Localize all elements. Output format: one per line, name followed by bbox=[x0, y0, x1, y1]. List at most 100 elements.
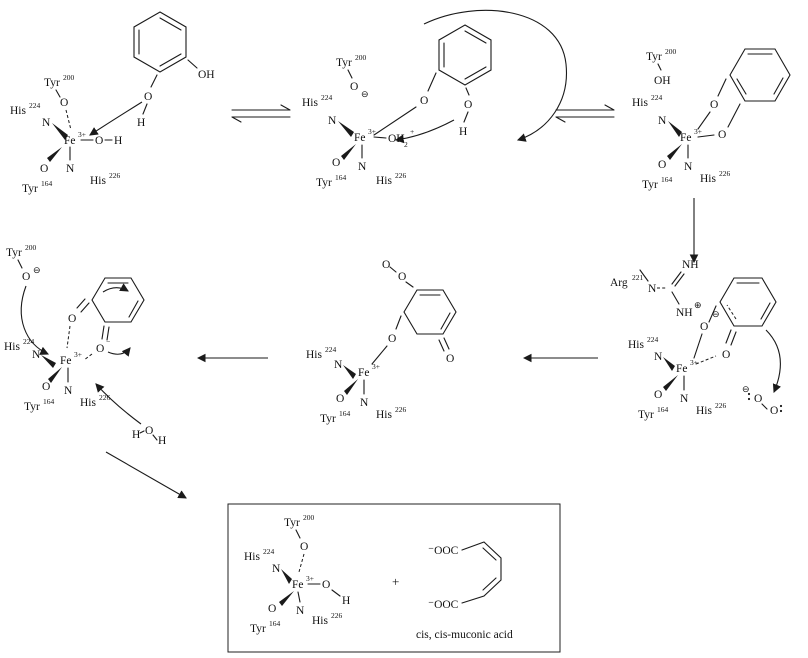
tyr200-label: Tyr bbox=[646, 51, 662, 63]
curved-arrow-ring bbox=[102, 283, 129, 293]
his226-sup: 226 bbox=[719, 169, 731, 178]
aqua-ligand-sub: 2 bbox=[404, 140, 408, 149]
fe-label: Fe bbox=[64, 135, 76, 147]
fe-label: Fe bbox=[60, 355, 72, 367]
tyr164-label: Tyr bbox=[320, 413, 336, 425]
carboxylate-group: ⁻OOC bbox=[428, 599, 459, 611]
n-atom: N bbox=[658, 115, 667, 127]
curved-arrow-water-attack bbox=[95, 383, 142, 425]
o-atom-dioxygen: O bbox=[770, 405, 778, 417]
circled-minus-charge: ⊖ bbox=[742, 384, 750, 394]
o-atom: O bbox=[95, 135, 103, 147]
fe-label: Fe bbox=[354, 132, 366, 144]
tyr164-label: Tyr bbox=[24, 401, 40, 413]
state-1-complex: Tyr 200 O His 224 N Fe 3+ O H O H OH O T… bbox=[10, 11, 215, 195]
wedge-bonds bbox=[667, 121, 682, 160]
bonds bbox=[363, 266, 457, 395]
his224-sup: 224 bbox=[321, 93, 333, 102]
o-atom-peroxo: O bbox=[398, 271, 406, 283]
bonds bbox=[295, 529, 502, 604]
state-2-complex: Tyr 200 O ⊖ His 224 N Fe 3+ OH 2 + O O H… bbox=[302, 9, 568, 189]
fe-charge: 3+ bbox=[690, 358, 698, 367]
diagonal-arrow-to-product bbox=[105, 451, 187, 499]
h-atom-water: H bbox=[132, 429, 140, 441]
o-atom-ketone: O bbox=[446, 353, 454, 365]
o-atom: O bbox=[322, 579, 330, 591]
tyr164-sup: 164 bbox=[661, 175, 673, 184]
curved-arrow-tyrO-to-fe bbox=[20, 285, 50, 355]
curved-arrow-oh-to-fe bbox=[394, 119, 455, 144]
tyr164-label: Tyr bbox=[638, 409, 654, 421]
product-panel: Tyr 200 O His 224 N Fe 3+ O H O Tyr 164 … bbox=[227, 503, 561, 653]
tyr164-sup: 164 bbox=[335, 173, 347, 182]
plus-sign: + bbox=[392, 574, 399, 589]
oh-group: OH bbox=[198, 69, 215, 81]
his224-sup: 224 bbox=[263, 547, 275, 556]
o-atom: O bbox=[300, 541, 308, 553]
n-atom: N bbox=[358, 161, 367, 173]
fe-label: Fe bbox=[680, 132, 692, 144]
bonds bbox=[55, 11, 198, 161]
his226-label: His bbox=[90, 175, 107, 187]
o-atom-peroxo: O bbox=[382, 259, 390, 271]
his226-sup: 226 bbox=[715, 401, 727, 410]
fe-charge: 3+ bbox=[372, 362, 380, 371]
tyr200-sup: 200 bbox=[63, 73, 75, 82]
curved-arrow-ring-to-o2 bbox=[765, 329, 782, 394]
circled-minus-charge: ⊖ bbox=[33, 265, 41, 275]
product-caption: cis, cis-muconic acid bbox=[416, 629, 513, 641]
n-atom: N bbox=[64, 385, 73, 397]
circled-minus-charge: ⊖ bbox=[361, 89, 369, 99]
fe-charge: 3+ bbox=[74, 350, 82, 359]
his226-sup: 226 bbox=[395, 405, 407, 414]
tyr164-label: Tyr bbox=[250, 623, 266, 635]
his226-sup: 226 bbox=[331, 611, 343, 620]
circled-plus-charge: ⊕ bbox=[694, 300, 702, 310]
bonds bbox=[639, 269, 777, 410]
his226-label: His bbox=[696, 405, 713, 417]
o-atom: O bbox=[336, 393, 344, 405]
his224-sup: 224 bbox=[647, 335, 659, 344]
nh-group: NH bbox=[682, 259, 699, 271]
aqua-ligand-charge: + bbox=[410, 127, 414, 136]
his226-sup: 226 bbox=[395, 171, 407, 180]
o-atom: O bbox=[22, 271, 30, 283]
fe-charge: 3+ bbox=[78, 130, 86, 139]
wedge-bonds bbox=[47, 123, 68, 162]
state-4-complex: Arg 221 N NH NH ⊕ O ⊖ O His 224 N Fe 3+ … bbox=[610, 259, 783, 421]
wedge-bonds bbox=[279, 569, 294, 606]
o-atom: O bbox=[464, 99, 472, 111]
tyr200-sup: 200 bbox=[303, 513, 315, 522]
his224-sup: 224 bbox=[325, 345, 337, 354]
tyr164-label: Tyr bbox=[316, 177, 332, 189]
h-atom-water: H bbox=[158, 435, 166, 447]
arg221-label: Arg bbox=[610, 277, 628, 289]
state-6-complex: Tyr 200 O ⊖ O O − His 224 N Fe 3+ O Tyr … bbox=[4, 243, 166, 447]
circled-minus-charge: ⊖ bbox=[712, 309, 720, 319]
lone-pair-dots bbox=[747, 392, 783, 413]
o-atom: O bbox=[96, 343, 104, 355]
n-atom: N bbox=[328, 115, 337, 127]
wedge-bonds bbox=[343, 365, 358, 395]
o-atom-water: O bbox=[145, 425, 153, 437]
bonds bbox=[657, 48, 791, 159]
fe-charge: 3+ bbox=[306, 574, 314, 583]
wedge-bonds bbox=[663, 357, 678, 391]
his224-label: His bbox=[244, 551, 261, 563]
n-atom: N bbox=[272, 563, 281, 575]
tyr200-sup: 200 bbox=[25, 243, 37, 252]
his226-sup: 226 bbox=[99, 393, 111, 402]
minus-charge: − bbox=[106, 337, 110, 346]
o-atom-dioxygen: O bbox=[754, 393, 762, 405]
tyr164-sup: 164 bbox=[269, 619, 281, 628]
his224-sup: 224 bbox=[651, 93, 663, 102]
tyr200-label: Tyr bbox=[284, 517, 300, 529]
o-atom: O bbox=[332, 157, 340, 169]
curved-arrow-o-to-fe bbox=[89, 101, 143, 136]
aqua-ligand: OH bbox=[388, 133, 405, 145]
o-atom: O bbox=[700, 321, 708, 333]
wedge-bonds bbox=[41, 355, 62, 383]
his224-label: His bbox=[4, 341, 21, 353]
